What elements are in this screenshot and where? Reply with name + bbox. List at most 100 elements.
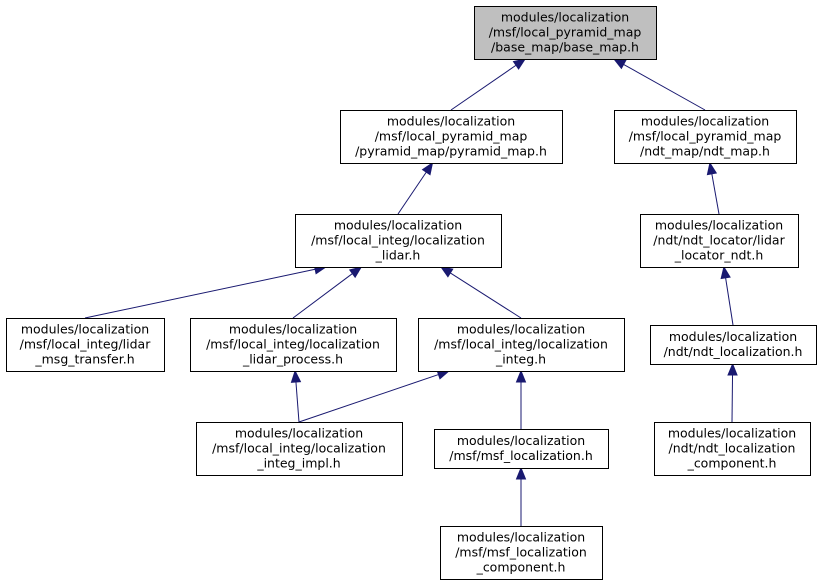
arrowhead bbox=[515, 369, 527, 383]
node-label-line: /msf/local_pyramid_map bbox=[629, 129, 782, 144]
node-label-line: modules/localization bbox=[457, 530, 585, 545]
edge-lidar_locator_ndt-to-ndt_map bbox=[706, 161, 720, 215]
edge-line bbox=[623, 63, 706, 111]
edge-line bbox=[725, 277, 734, 326]
node-label-line: _integ.h bbox=[495, 352, 546, 367]
node-label-line: modules/localization bbox=[334, 218, 462, 233]
node-box[interactable] bbox=[196, 422, 403, 476]
node-base_map[interactable]: modules/localization/msf/local_pyramid_m… bbox=[474, 6, 657, 60]
node-label-line: _lidar.h bbox=[375, 248, 421, 263]
node-label-line: /msf/local_integ/localization bbox=[311, 233, 485, 248]
node-label-line: /pyramid_map/pyramid_map.h bbox=[355, 144, 547, 159]
edge-line bbox=[298, 374, 439, 423]
node-label-line: /ndt/ndt_locator/lidar bbox=[653, 233, 785, 248]
arrowhead bbox=[290, 369, 302, 383]
edge-line bbox=[711, 173, 720, 215]
edge-line bbox=[84, 268, 316, 319]
edge-ndt_map-to-base_map bbox=[612, 58, 706, 111]
node-lidar_locator_ndt[interactable]: modules/localization/ndt/ndt_locator/lid… bbox=[640, 214, 799, 268]
node-box[interactable] bbox=[654, 422, 811, 476]
node-label-line: _component.h bbox=[687, 456, 777, 471]
node-box[interactable] bbox=[190, 318, 397, 372]
node-lidar_process[interactable]: modules/localization/msf/local_integ/loc… bbox=[190, 318, 397, 372]
node-label-line: /msf/local_integ/localization bbox=[434, 337, 608, 352]
arrowhead bbox=[512, 58, 527, 70]
node-label-line: _locator_ndt.h bbox=[674, 248, 764, 263]
arrowhead bbox=[612, 58, 627, 70]
node-label-line: modules/localization bbox=[501, 10, 629, 25]
node-box[interactable] bbox=[640, 214, 799, 268]
node-pyramid_map[interactable]: modules/localization/msf/local_pyramid_m… bbox=[340, 110, 563, 164]
node-localization_integ[interactable]: modules/localization/msf/local_integ/loc… bbox=[418, 318, 625, 372]
node-localization_lidar[interactable]: modules/localization/msf/local_integ/loc… bbox=[295, 214, 502, 268]
arrowhead bbox=[727, 362, 738, 376]
node-box[interactable] bbox=[340, 110, 563, 164]
node-label-line: _integ_impl.h bbox=[256, 456, 340, 471]
edge-line bbox=[397, 171, 427, 215]
node-msf_localization_component[interactable]: modules/localization/msf/msf_localizatio… bbox=[440, 526, 603, 580]
arrowhead bbox=[720, 265, 731, 280]
edge-pyramid_map-to-base_map bbox=[450, 58, 527, 111]
node-box[interactable] bbox=[650, 325, 817, 365]
node-label-line: /ndt/ndt_localization.h bbox=[664, 344, 803, 359]
edge-line bbox=[292, 273, 353, 319]
node-integ_impl[interactable]: modules/localization/msf/local_integ/loc… bbox=[196, 422, 403, 476]
edge-ndt_localization-to-lidar_locator_ndt bbox=[720, 265, 734, 326]
edge-localization_lidar-to-pyramid_map bbox=[397, 161, 434, 215]
node-label-line: modules/localization bbox=[668, 426, 796, 441]
node-label-line: modules/localization bbox=[641, 114, 769, 129]
node-label-line: /msf/local_integ/localization bbox=[212, 441, 386, 456]
node-label-line: /msf/local_integ/localization bbox=[206, 337, 380, 352]
node-box[interactable] bbox=[434, 429, 609, 469]
node-label-line: modules/localization bbox=[229, 322, 357, 337]
node-label-line: /msf/local_pyramid_map bbox=[375, 129, 528, 144]
node-msf_localization[interactable]: modules/localization/msf/msf_localizatio… bbox=[434, 429, 609, 469]
node-label-line: modules/localization bbox=[457, 322, 585, 337]
node-label-line: _msg_transfer.h bbox=[34, 352, 134, 367]
node-label-line: /ndt/ndt_localization bbox=[669, 441, 796, 456]
node-box[interactable] bbox=[295, 214, 502, 268]
node-label-line: modules/localization bbox=[669, 329, 797, 344]
node-box[interactable] bbox=[6, 318, 165, 372]
edge-ndt_localization_component-to-ndt_localization bbox=[727, 362, 738, 423]
node-box[interactable] bbox=[418, 318, 625, 372]
node-ndt_localization_component[interactable]: modules/localization/ndt/ndt_localizatio… bbox=[654, 422, 811, 476]
arrowhead bbox=[421, 161, 434, 176]
node-lidar_msg_transfer[interactable]: modules/localization/msf/local_integ/lid… bbox=[6, 318, 165, 372]
node-label-line: modules/localization bbox=[387, 114, 515, 129]
node-label-line: /base_map/base_map.h bbox=[491, 40, 639, 55]
node-label-line: modules/localization bbox=[235, 426, 363, 441]
nodes-layer: modules/localization/msf/local_pyramid_m… bbox=[6, 6, 817, 580]
node-label-line: /msf/msf_localization.h bbox=[449, 448, 593, 463]
edge-line bbox=[450, 272, 522, 319]
edge-line bbox=[450, 64, 517, 111]
arrowhead bbox=[515, 466, 527, 480]
node-label-line: /msf/local_integ/lidar bbox=[20, 337, 152, 352]
edge-lidar_msg_transfer-to-localization_lidar bbox=[84, 264, 328, 319]
node-label-line: modules/localization bbox=[457, 433, 585, 448]
edge-line bbox=[731, 374, 734, 423]
arrowhead bbox=[439, 266, 454, 278]
node-label-line: modules/localization bbox=[655, 218, 783, 233]
node-label-line: modules/localization bbox=[21, 322, 149, 337]
node-box[interactable] bbox=[440, 526, 603, 580]
edge-msf_localization-to-localization_integ bbox=[515, 369, 527, 429]
node-label-line: /msf/msf_localization bbox=[455, 545, 587, 560]
edge-msf_localization_component-to-msf_localization bbox=[515, 466, 527, 526]
node-label-line: _lidar_process.h bbox=[242, 352, 343, 367]
edge-line bbox=[295, 381, 300, 423]
node-label-line: _component.h bbox=[476, 560, 566, 575]
node-label-line: /msf/local_pyramid_map bbox=[489, 25, 642, 40]
node-box[interactable] bbox=[474, 6, 657, 60]
node-ndt_map[interactable]: modules/localization/msf/local_pyramid_m… bbox=[614, 110, 797, 164]
node-label-line: /ndt_map/ndt_map.h bbox=[640, 144, 770, 159]
edge-lidar_process-to-localization_lidar bbox=[292, 266, 363, 319]
edge-integ_impl-to-localization_integ bbox=[298, 369, 451, 423]
arrowhead bbox=[348, 266, 363, 279]
edge-integ_impl-to-lidar_process bbox=[290, 369, 302, 423]
edge-localization_integ-to-localization_lidar bbox=[439, 266, 522, 319]
node-ndt_localization[interactable]: modules/localization/ndt/ndt_localizatio… bbox=[650, 325, 817, 365]
node-box[interactable] bbox=[614, 110, 797, 164]
arrowhead bbox=[706, 161, 718, 176]
